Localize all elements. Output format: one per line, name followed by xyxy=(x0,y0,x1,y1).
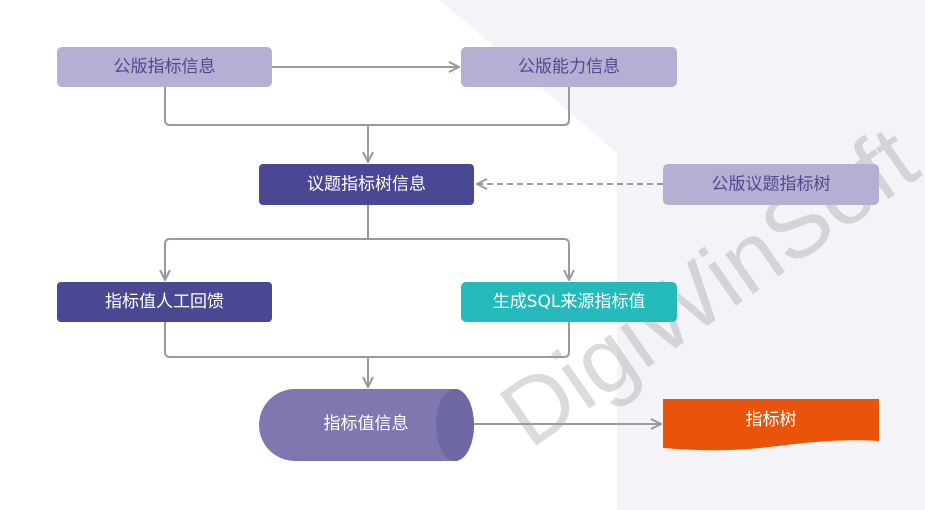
node-public-topic-indicator-tree[interactable]: 公版议题指标树 xyxy=(663,164,879,205)
node-public-indicator-info[interactable]: 公版指标信息 xyxy=(57,47,272,87)
node-label: 指标值人工回馈 xyxy=(105,292,224,312)
node-indicator-value-info-cylinder[interactable]: 指标值信息 xyxy=(259,389,474,461)
node-generate-sql-source-indicator-value[interactable]: 生成SQL来源指标值 xyxy=(461,282,677,322)
node-label: 指标值信息 xyxy=(324,414,409,434)
node-label: 公版议题指标树 xyxy=(712,175,831,195)
node-public-capability-info[interactable]: 公版能力信息 xyxy=(461,47,677,87)
node-label: 议题指标树信息 xyxy=(307,175,426,195)
node-label: 公版能力信息 xyxy=(518,57,620,77)
node-indicator-tree-document[interactable]: 指标树 xyxy=(663,399,879,451)
node-label: 生成SQL来源指标值 xyxy=(493,292,646,312)
connectors xyxy=(165,67,663,424)
node-indicator-value-manual-feedback[interactable]: 指标值人工回馈 xyxy=(57,282,272,322)
node-label: 指标树 xyxy=(746,410,797,430)
merge-line-top xyxy=(164,87,570,126)
node-label: 公版指标信息 xyxy=(114,57,216,77)
split-line xyxy=(164,238,570,280)
merge-line-bottom xyxy=(164,322,570,358)
node-topic-indicator-tree-info[interactable]: 议题指标树信息 xyxy=(259,164,474,205)
